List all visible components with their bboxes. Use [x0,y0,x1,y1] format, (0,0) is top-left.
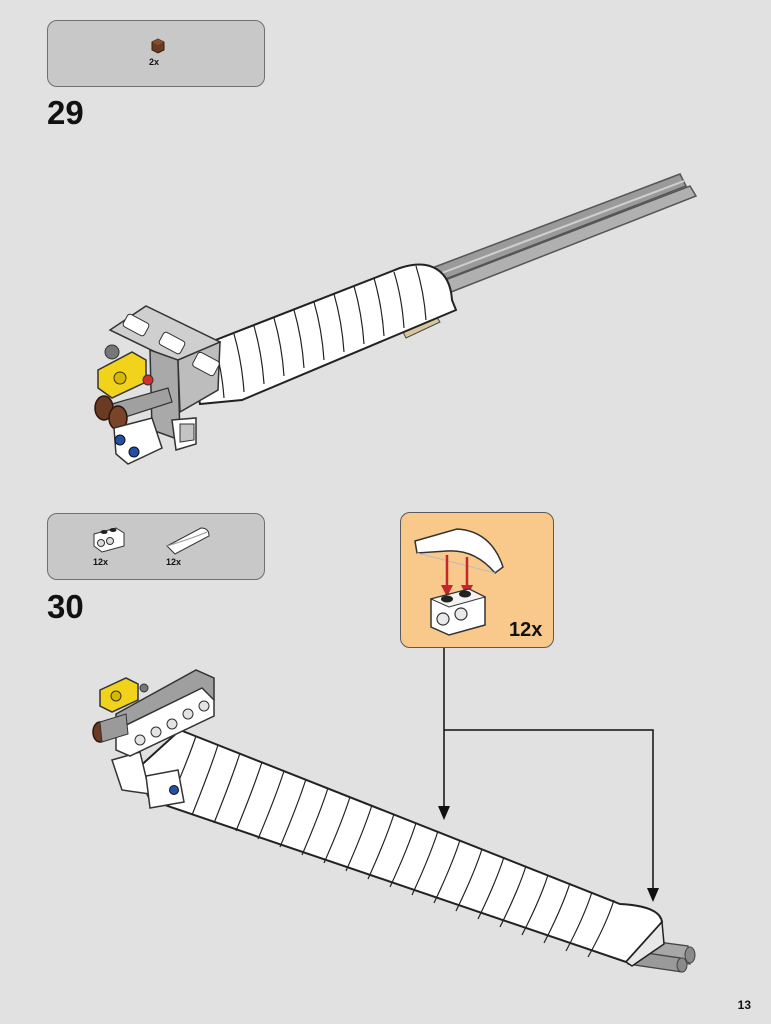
page-number: 13 [737,998,751,1012]
step-29-model-illustration [94,173,698,465]
placement-arrows [443,648,654,890]
parts-list-step-30: 12x 12x [47,513,265,580]
part-quantity: 2x [149,57,160,67]
curved-slope-icon [166,527,210,555]
parts-list-step-29: 2x [47,20,265,87]
brown-round-plate-icon [151,38,165,54]
callout-assembly-illustration [414,528,504,636]
callout-quantity: 12x [509,619,543,641]
subassembly-callout: 12x [400,512,554,648]
technic-brick-1x2-icon [93,527,125,553]
step-number-29: 29 [47,94,84,131]
step-number-30: 30 [47,588,84,625]
part-quantity: 12x [166,557,182,567]
part-quantity: 12x [93,557,109,567]
